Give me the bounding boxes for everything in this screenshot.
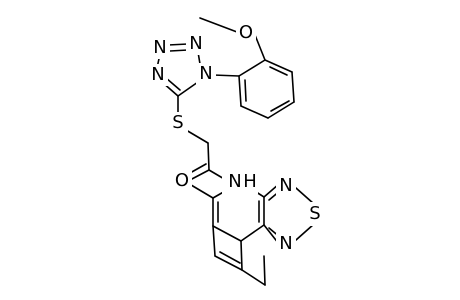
atom-n-thiadiazole-top: N xyxy=(279,175,292,196)
bond-o-aryl xyxy=(254,34,266,61)
atom-o-carbonyl: O xyxy=(175,170,189,191)
atom-o-methoxy: O xyxy=(239,22,253,43)
bond-ar4-ar5 xyxy=(240,105,269,119)
atom-n-tetrazole-3: N xyxy=(153,37,166,58)
bond-c7b-c6b xyxy=(241,269,266,286)
bond-c3a-c7a xyxy=(240,224,265,242)
bond-ar6-ar1 xyxy=(238,59,266,77)
bond-ar-inner-3 xyxy=(244,79,247,102)
atom-s-thioether: S xyxy=(172,112,183,133)
bond-c5b-c4b xyxy=(212,225,216,257)
bond-carbonyl-o-double xyxy=(189,163,207,174)
bond-aryl-n1 xyxy=(212,74,240,77)
bond-c4b-c7b xyxy=(214,255,243,271)
bond-ch2-carbonyl xyxy=(207,142,210,171)
bond-n2-n3 xyxy=(167,43,189,46)
bond-ar-inner-2 xyxy=(270,100,290,112)
atom-n-tetrazole-4: N xyxy=(151,64,164,85)
atom-n-thiadiazole-bottom: N xyxy=(279,233,292,254)
bond-c7a-c7b xyxy=(240,240,243,271)
atom-n-tetrazole-1: N xyxy=(199,63,212,84)
atom-n-tetrazole-2: N xyxy=(189,33,202,54)
bond-ar5-ar6 xyxy=(238,75,242,107)
bond-c7a-c7 xyxy=(212,225,242,242)
bond-n2-n3-double xyxy=(169,49,189,52)
atom-h-amide: H xyxy=(243,171,257,192)
bond-lower-inner xyxy=(219,251,241,264)
bond-c6b-c5b xyxy=(263,255,266,286)
atom-s-thiadiazole: S xyxy=(309,203,320,224)
bond-n4-c5-double xyxy=(165,77,181,91)
bond-ar1-ar2 xyxy=(264,59,293,73)
atom-labels: O N N N N S O N H N S N xyxy=(148,22,325,255)
bond-ar2-ar3 xyxy=(291,71,295,103)
bond-ar-inner-1 xyxy=(269,66,288,76)
bond-methyl-o xyxy=(199,17,238,33)
bond-ar3-ar4 xyxy=(267,101,295,119)
bond-c5-n1 xyxy=(177,81,199,97)
bond-s-ch2 xyxy=(185,129,209,144)
bonds xyxy=(156,17,315,286)
atom-n-amide: N xyxy=(228,171,241,192)
bond-carbonyl-o xyxy=(189,169,210,181)
bond-n-top-s xyxy=(295,187,315,205)
bond-s-n-bottom xyxy=(295,223,315,241)
